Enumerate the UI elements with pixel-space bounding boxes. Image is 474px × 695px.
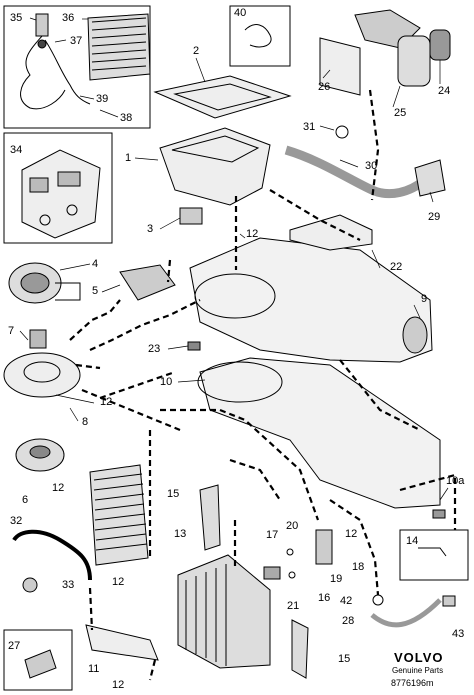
callout-40: 39 xyxy=(96,93,109,105)
callout-7: 7 xyxy=(8,325,15,337)
brand-subtitle: Genuine Parts xyxy=(392,666,444,675)
callout-18: 17 xyxy=(266,529,279,541)
valve-30 xyxy=(414,159,446,197)
leader-lines xyxy=(19,17,449,501)
callout-4: 4 xyxy=(92,258,99,270)
actuator-3 xyxy=(179,207,203,225)
callout-34: 33 xyxy=(62,579,75,591)
callout-22: 21 xyxy=(287,600,300,612)
housing-cover-1 xyxy=(159,127,271,206)
callout-23: 22 xyxy=(390,261,403,273)
callout-41: 40 xyxy=(234,7,247,19)
callout-26: 25 xyxy=(394,107,407,119)
valve-17 xyxy=(315,529,333,565)
housing-upper-9 xyxy=(189,237,433,363)
clip-24 xyxy=(187,341,201,351)
callout-8: 8 xyxy=(82,416,89,428)
seal-25 xyxy=(429,29,451,61)
callout-12b: 12 xyxy=(100,396,113,408)
callout-36: 35 xyxy=(10,12,23,24)
resistor-5 xyxy=(119,264,176,301)
callout-3: 3 xyxy=(147,223,154,235)
harness-15 xyxy=(418,547,447,557)
oring-22 xyxy=(288,571,296,579)
cabin-filter-37 xyxy=(87,13,151,81)
inset-box-35 xyxy=(3,132,113,244)
callout-37: 36 xyxy=(62,12,75,24)
plug-34 xyxy=(22,577,38,593)
callout-27: 26 xyxy=(318,81,331,93)
callout-12c: 12 xyxy=(52,482,65,494)
fan-housing-7 xyxy=(3,329,81,398)
bracket-16b xyxy=(291,619,309,679)
tray-11 xyxy=(85,624,159,661)
callout-19: 18 xyxy=(352,561,365,573)
callout-25: 24 xyxy=(438,85,451,97)
hose-31 xyxy=(284,145,428,199)
callout-14: 13 xyxy=(174,528,187,540)
assembly-lines xyxy=(69,89,457,681)
sensor-43 xyxy=(442,595,456,607)
callout-32: 31 xyxy=(303,121,316,133)
callout-10a: 10a xyxy=(446,475,465,487)
harness-36 xyxy=(20,13,91,110)
callout-30: 29 xyxy=(428,211,441,223)
callout-12e: 12 xyxy=(112,679,125,691)
callout-12a: 12 xyxy=(246,228,259,240)
seal-26 xyxy=(397,35,431,87)
oring-42 xyxy=(372,594,384,606)
blower-motor-4 xyxy=(8,262,81,304)
callout-13: 12 xyxy=(112,576,125,588)
inset-box-41 xyxy=(229,5,291,67)
part-number: 8776196m xyxy=(391,678,434,688)
heater-unit-35 xyxy=(21,149,101,239)
filter-13 xyxy=(89,464,149,566)
bracket-23 xyxy=(289,214,373,251)
pipe-29 xyxy=(370,598,442,628)
callout-10: 10 xyxy=(160,376,173,388)
callout-9: 9 xyxy=(421,293,428,305)
callout-21: 20 xyxy=(286,520,299,532)
callout-42: 42 xyxy=(340,595,353,607)
brand-name: VOLVO xyxy=(394,650,444,665)
callout-16b: 15 xyxy=(338,653,351,665)
clip-32 xyxy=(335,125,349,139)
callout-39: 38 xyxy=(120,112,133,124)
housing-lower-10 xyxy=(199,357,441,509)
callout-16a: 15 xyxy=(167,488,180,500)
callout-12d: 12 xyxy=(345,528,358,540)
seal-28 xyxy=(24,649,57,679)
callout-31: 30 xyxy=(365,160,378,172)
motor-6 xyxy=(15,438,65,472)
callout-2: 2 xyxy=(193,45,200,57)
callout-28: 27 xyxy=(8,640,21,652)
callout-1: 1 xyxy=(125,152,132,164)
inset-box-28 xyxy=(3,629,73,691)
callout-15: 14 xyxy=(406,535,419,547)
oring-21 xyxy=(286,548,294,556)
callout-17: 16 xyxy=(318,592,331,604)
callout-38: 37 xyxy=(70,35,83,47)
inset-box-15 xyxy=(399,529,469,581)
callout-29: 28 xyxy=(342,615,355,627)
seal-18 xyxy=(263,566,281,580)
gasket-27 xyxy=(319,37,361,96)
callout-35: 34 xyxy=(10,144,23,156)
callout-24: 23 xyxy=(148,343,161,355)
callout-11: 11 xyxy=(88,663,100,675)
part-10a xyxy=(432,509,446,519)
evaporator-14 xyxy=(177,554,271,669)
callout-43: 43 xyxy=(452,628,465,640)
callout-20: 19 xyxy=(330,573,343,585)
bracket-16a xyxy=(199,484,221,551)
callout-33: 32 xyxy=(10,515,23,527)
harness-41 xyxy=(244,24,272,48)
pipe-33 xyxy=(12,529,92,581)
callout-5: 5 xyxy=(92,285,99,297)
callout-6: 6 xyxy=(22,494,29,506)
